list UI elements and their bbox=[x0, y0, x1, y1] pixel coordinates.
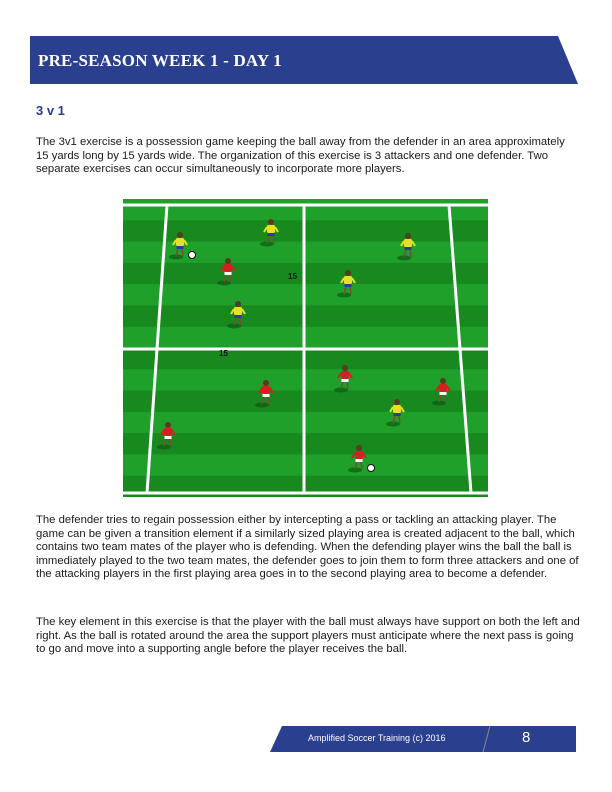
attacker-player bbox=[386, 399, 405, 427]
page-title: PRE-SEASON WEEK 1 - DAY 1 bbox=[38, 51, 282, 70]
footer-bar: Amplified Soccer Training (c) 2016 8 bbox=[270, 726, 576, 752]
players bbox=[157, 219, 451, 473]
soccer-ball-icon bbox=[188, 251, 196, 259]
attacker-player bbox=[227, 301, 246, 329]
footer-copyright: Amplified Soccer Training (c) 2016 bbox=[308, 733, 446, 743]
intro-paragraph: The 3v1 exercise is a possession game ke… bbox=[36, 136, 565, 176]
attacker-player bbox=[397, 233, 416, 261]
right-slanted-line bbox=[447, 204, 473, 494]
defender-player bbox=[255, 380, 274, 408]
key-element-paragraph: The key element in this exercise is that… bbox=[36, 616, 580, 656]
footer-bar-shape bbox=[270, 726, 576, 752]
soccer-ball-icon bbox=[367, 464, 375, 472]
field-lines bbox=[123, 203, 488, 495]
left-slanted-line bbox=[145, 204, 169, 494]
defender-player bbox=[432, 378, 451, 406]
defender-player bbox=[348, 445, 375, 473]
attacker-player bbox=[337, 270, 356, 298]
defender-player bbox=[334, 365, 353, 393]
attacker-player bbox=[169, 232, 196, 260]
defender-player bbox=[157, 422, 176, 450]
header-banner: PRE-SEASON WEEK 1 - DAY 1 bbox=[30, 36, 578, 84]
dimension-label-bottom: 15 bbox=[219, 349, 228, 358]
page-number: 8 bbox=[522, 729, 531, 746]
header-banner-shape bbox=[30, 36, 578, 84]
transition-paragraph: The defender tries to regain possession … bbox=[36, 514, 579, 581]
section-heading: 3 v 1 bbox=[36, 103, 65, 118]
defender-player bbox=[217, 258, 236, 286]
drill-diagram: 15 15 bbox=[123, 199, 488, 497]
soccer-field-diagram bbox=[123, 199, 488, 497]
dimension-label-right: 15 bbox=[288, 272, 297, 281]
attacker-player bbox=[260, 219, 279, 247]
